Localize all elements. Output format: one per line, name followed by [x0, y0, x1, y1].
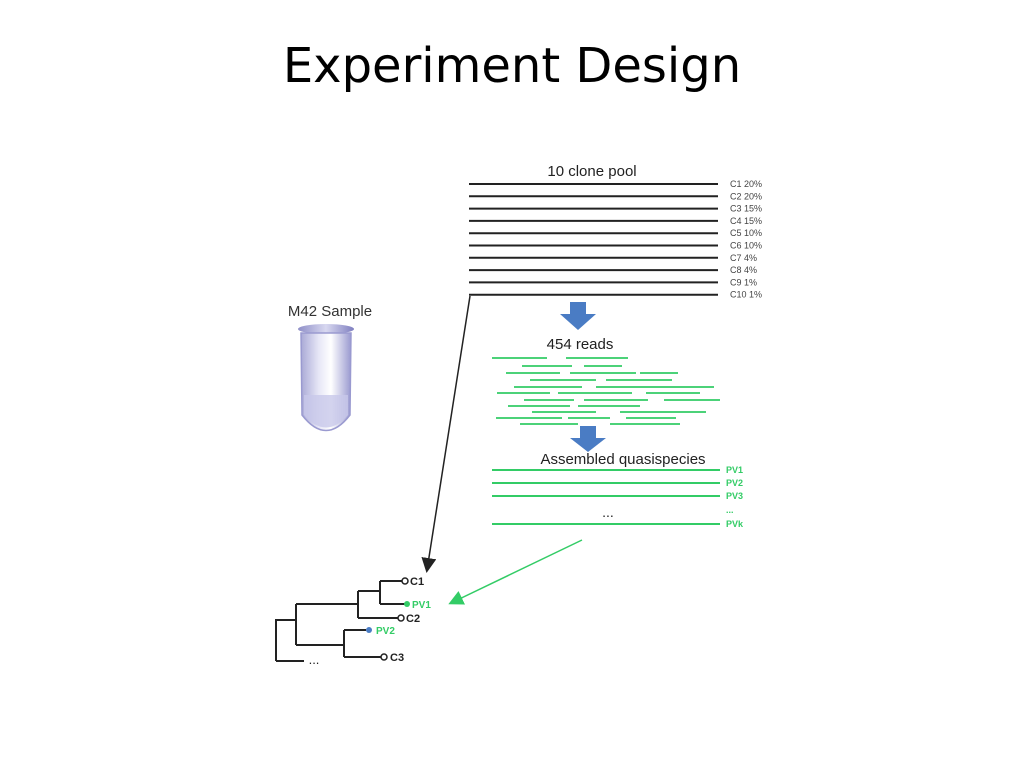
tree-ellipsis: ...	[309, 652, 320, 667]
assembled-ellipsis: ...	[602, 504, 614, 520]
clone-to-tree-arrow	[421, 295, 471, 573]
clone-label: C1 20%	[730, 179, 762, 189]
tree-label-c3: C3	[390, 652, 404, 664]
sample-label: M42 Sample	[288, 303, 372, 320]
pv-label: PV1	[726, 465, 743, 475]
down-arrow-1	[560, 302, 596, 330]
tree-label-c2: C2	[406, 613, 420, 625]
clone-label: C5 10%	[730, 228, 762, 238]
clone-label: C10 1%	[730, 290, 762, 300]
clone-label: C7 4%	[730, 253, 757, 263]
assembled-title: Assembled quasispecies	[540, 451, 705, 468]
clone-label: C8 4%	[730, 265, 757, 275]
read-segments	[492, 357, 720, 425]
clone-label: C2 20%	[730, 191, 762, 201]
node-pv1	[404, 601, 410, 607]
tube-icon	[298, 324, 354, 432]
tree-nodes	[366, 577, 410, 661]
clone-label: C6 10%	[730, 241, 762, 251]
node-c2	[397, 614, 405, 622]
clone-label: C3 15%	[730, 204, 762, 214]
clone-pool: 10 clone pool C1 20% C2 20% C3 15% C4 15% C5…	[469, 163, 762, 300]
slide-title: Experiment Design	[282, 38, 742, 94]
down-arrow-2	[570, 426, 606, 452]
tree-label-pv1: PV1	[412, 600, 431, 611]
pv-label: PVk	[726, 519, 744, 529]
clone-label: C4 15%	[730, 216, 762, 226]
clone-pool-title: 10 clone pool	[547, 163, 636, 180]
phylogenetic-tree	[275, 580, 405, 662]
clone-label: C9 1%	[730, 277, 757, 287]
pv-label: ...	[726, 505, 734, 515]
pv-label: PV2	[726, 478, 743, 488]
tree-label-c1: C1	[410, 576, 424, 588]
clone-lines: C1 20% C2 20% C3 15% C4 15% C5 10% C6 10% C7 4…	[469, 179, 762, 300]
pv-label: PV3	[726, 491, 743, 501]
tree-label-pv2: PV2	[376, 626, 395, 637]
node-c3	[380, 653, 388, 661]
node-c1	[401, 577, 409, 585]
reads-label: 454 reads	[547, 336, 614, 353]
quasispecies-to-tree-arrow	[448, 539, 583, 605]
assembled-quasispecies: Assembled quasispecies ... PV1 PV2 PV3 .…	[492, 451, 744, 529]
sample-tube: M42 Sample	[288, 303, 372, 432]
node-pv2	[366, 627, 372, 633]
